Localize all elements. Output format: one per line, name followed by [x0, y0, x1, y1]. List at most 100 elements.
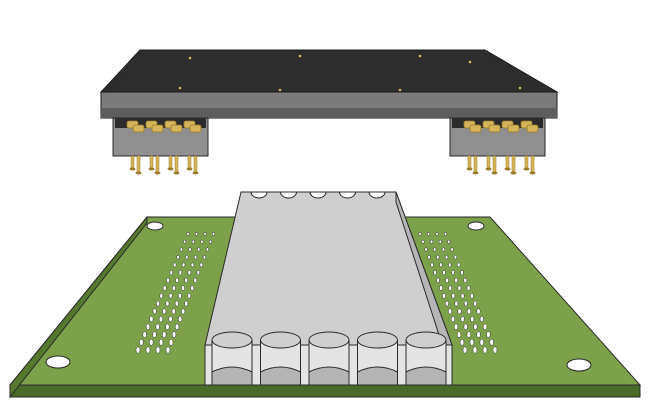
right-header-connector [449, 117, 546, 175]
through-hole [430, 239, 434, 244]
connector-pin-tip [491, 171, 498, 175]
through-hole [450, 247, 454, 252]
connector-pin [511, 155, 516, 173]
through-hole [472, 346, 478, 354]
connector-pin-tip [167, 167, 174, 171]
through-hole [195, 232, 198, 236]
through-hole [173, 262, 177, 268]
through-hole [172, 285, 176, 291]
connector-pin-tip [129, 167, 136, 171]
module-pad [178, 86, 182, 90]
right-through-hole-array [418, 232, 498, 354]
through-hole [457, 308, 462, 315]
through-hole [169, 270, 174, 276]
through-hole [441, 247, 445, 252]
spacer-notch [368, 191, 386, 199]
through-hole [135, 346, 141, 354]
mount-hole [566, 358, 592, 372]
connector-pin [524, 155, 529, 169]
through-hole [179, 247, 183, 252]
spacer-groove-top [405, 331, 447, 349]
through-hole [191, 239, 195, 244]
left-header-connector [112, 117, 209, 175]
through-hole [460, 293, 465, 299]
connector-pin [505, 155, 510, 169]
through-hole [457, 262, 461, 268]
through-hole [190, 285, 195, 291]
module-pad [398, 88, 402, 92]
through-hole [168, 338, 174, 346]
through-hole [463, 277, 468, 283]
through-hole [142, 331, 147, 338]
through-hole [181, 308, 186, 315]
connector-pin-tip [472, 171, 479, 175]
module-front-shade [101, 108, 557, 118]
through-hole [418, 232, 422, 236]
through-hole [205, 247, 209, 252]
connector-pin [187, 155, 192, 169]
connector-contact [488, 124, 501, 133]
through-hole [457, 285, 462, 291]
connector-contact [469, 124, 482, 133]
connector-contact [170, 124, 183, 133]
through-hole [152, 331, 157, 338]
connector-pin [155, 155, 160, 173]
through-hole [427, 255, 431, 260]
through-hole [421, 239, 425, 244]
connector-contact [526, 124, 539, 133]
through-hole [476, 331, 481, 338]
through-hole [454, 300, 459, 307]
through-hole [155, 323, 160, 330]
through-hole [203, 232, 207, 236]
mount-hole [45, 355, 71, 369]
through-hole [482, 346, 488, 354]
through-hole [439, 285, 443, 291]
spacer-groove-shadow [211, 366, 253, 386]
through-hole [168, 316, 173, 323]
through-hole [176, 255, 180, 260]
spacer-groove-top [260, 331, 301, 349]
connector-pin-tip [173, 171, 180, 175]
connector-pin [492, 155, 497, 173]
through-hole [463, 323, 468, 330]
spacer-groove-shadow [308, 366, 350, 386]
spacer-groove-shadow [357, 366, 398, 386]
through-hole [424, 247, 428, 252]
base-board-front-edge [9, 384, 641, 398]
spacer-top-face [204, 191, 453, 346]
through-hole [165, 346, 171, 354]
through-hole [473, 300, 478, 307]
connector-pin-tip [192, 171, 199, 175]
through-hole [470, 293, 474, 299]
through-hole [448, 285, 453, 291]
through-hole [196, 270, 201, 276]
connector-pin-tip [154, 171, 161, 175]
through-hole [460, 316, 465, 323]
through-hole [430, 262, 434, 268]
through-hole [156, 300, 160, 307]
through-hole [448, 262, 452, 268]
connector-pin-tip [529, 171, 536, 175]
connector-pin [168, 155, 173, 169]
through-hole [436, 277, 440, 283]
through-hole [453, 323, 459, 330]
spacer-notch [279, 191, 298, 199]
through-hole [454, 277, 458, 283]
grooved-spacer [204, 191, 453, 386]
through-hole [149, 316, 154, 323]
through-hole [450, 316, 456, 323]
through-hole [139, 338, 144, 346]
through-hole [193, 277, 198, 283]
through-hole [451, 270, 455, 276]
connector-pin-tip [485, 167, 492, 171]
through-hole [208, 239, 212, 244]
through-hole [470, 316, 475, 323]
through-hole [168, 293, 173, 299]
connector-pin [486, 155, 491, 169]
through-hole [448, 308, 452, 315]
through-hole [427, 232, 430, 236]
through-hole [183, 239, 187, 244]
through-hole [158, 338, 164, 346]
through-hole [483, 323, 488, 330]
